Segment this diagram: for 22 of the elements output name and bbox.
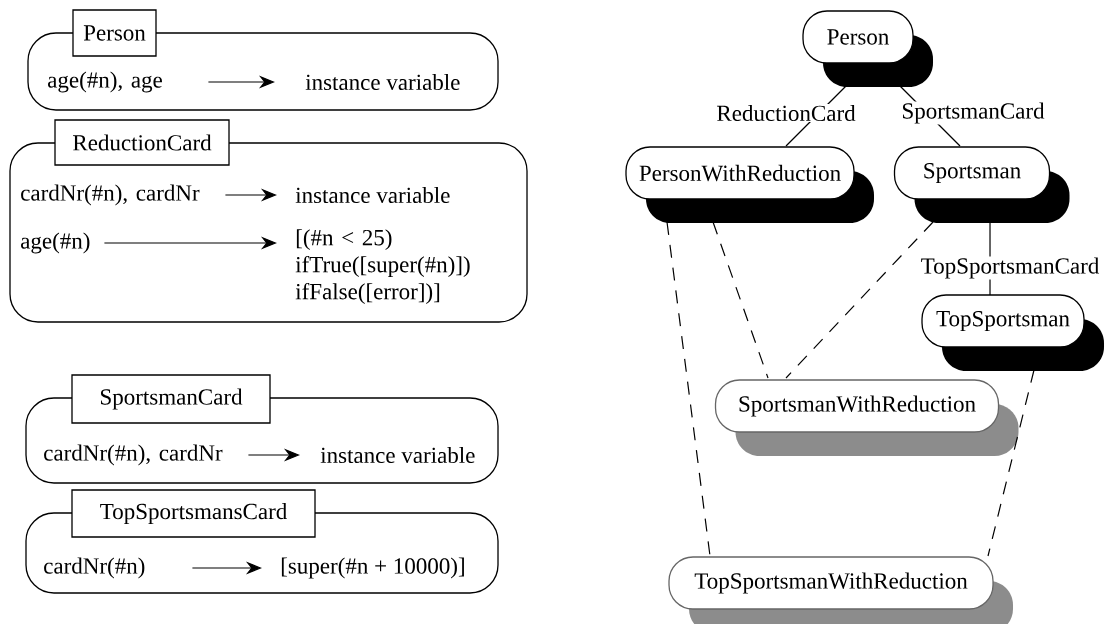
class-box: SportsmanWithReduction (714, 379, 1019, 456)
dashed-line (785, 221, 934, 379)
code-text: [(#n < 25) ifTrue([super(#n)]) ifFalse([error])] (295, 229, 470, 305)
method-text: cardNr(#n), cardNr (44, 444, 223, 466)
class-box: Sportsman (893, 146, 1070, 223)
value-text: [super(#n + 10000)] (281, 557, 464, 579)
class-box: TopSportsman (921, 294, 1104, 371)
method-text: cardNr(#n) (44, 557, 145, 579)
class-box: TopSportsmanWithReduction (668, 556, 1013, 624)
dashed-line (987, 369, 1035, 557)
value-text: instance variable (295, 186, 450, 204)
value-text: instance variable (320, 446, 475, 464)
class-box: Person (802, 10, 933, 87)
method-text: cardNr(#n), cardNr (21, 184, 200, 206)
dashed-line (712, 221, 769, 379)
method-text: age(#n) (21, 232, 90, 254)
method-text: age(#n), age (48, 71, 162, 93)
value-text: instance variable (305, 73, 460, 91)
edge-label: SportsmanCard (900, 101, 1046, 125)
class-box: PersonWithReduction (625, 146, 874, 223)
edge-label: ReductionCard (715, 103, 857, 123)
edge-label: TopSportsmanCard (919, 256, 1101, 280)
